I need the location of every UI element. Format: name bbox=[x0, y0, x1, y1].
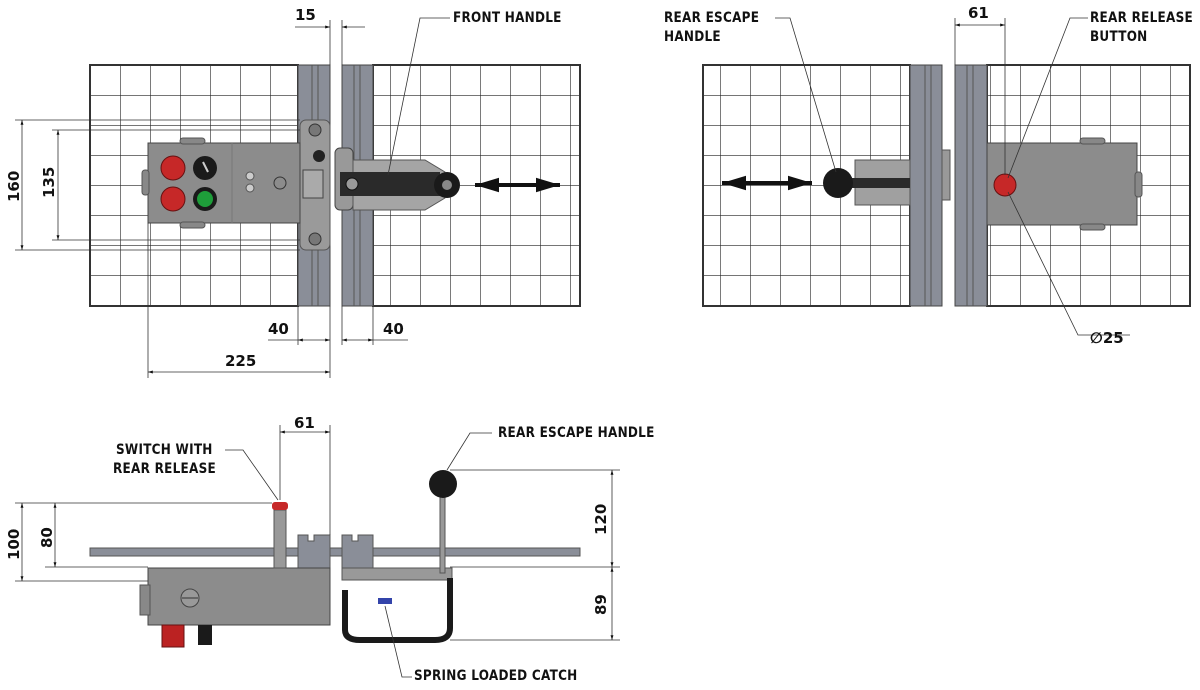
spring-loaded-catch bbox=[378, 598, 392, 604]
dim-height-outer: 160 bbox=[5, 170, 23, 202]
label-switch-with-rear-release-line1: SWITCH WITH bbox=[116, 442, 213, 458]
label-spring-loaded-catch: SPRING LOADED CATCH bbox=[414, 668, 578, 684]
label-rear-escape-handle-side: REAR ESCAPE HANDLE bbox=[498, 425, 655, 441]
side-view bbox=[15, 425, 620, 678]
green-button-icon bbox=[197, 191, 213, 207]
dim-switch-length: 225 bbox=[225, 352, 257, 370]
side-post-left bbox=[297, 534, 331, 571]
label-switch-with-rear-release-line2: REAR RELEASE bbox=[113, 461, 216, 477]
lock-symbol-icon bbox=[273, 176, 287, 190]
side-escape-knob bbox=[429, 470, 457, 498]
stop-button-icon bbox=[160, 155, 186, 181]
rear-release-button-icon bbox=[993, 173, 1017, 197]
dim-side-height-inner: 80 bbox=[38, 527, 56, 548]
dim-side-height-outer: 100 bbox=[5, 528, 23, 560]
dim-handle-height: 120 bbox=[592, 503, 610, 535]
side-front-handle-loop bbox=[342, 578, 453, 643]
dim-button-diameter: ∅25 bbox=[1090, 329, 1124, 347]
dim-post-right: 40 bbox=[383, 320, 404, 338]
label-front-handle: FRONT HANDLE bbox=[453, 10, 562, 26]
side-post-right bbox=[341, 534, 374, 571]
dim-handle-depth: 89 bbox=[592, 594, 610, 615]
label-rear-escape-handle-line1: REAR ESCAPE bbox=[664, 10, 760, 26]
rear-view bbox=[702, 17, 1191, 336]
side-red-connector bbox=[161, 624, 185, 648]
rear-post-left bbox=[909, 64, 943, 307]
side-rear-release-button bbox=[272, 502, 288, 510]
front-view bbox=[15, 17, 581, 378]
dim-height-inner: 135 bbox=[40, 166, 58, 198]
label-rear-release-button-line1: REAR RELEASE bbox=[1090, 10, 1193, 26]
dim-side-offset: 61 bbox=[294, 414, 315, 432]
escape-handle-knob bbox=[823, 168, 853, 198]
rear-view-dimensions bbox=[775, 17, 1130, 336]
side-switch-body bbox=[147, 567, 331, 626]
side-view-dimensions bbox=[15, 425, 620, 678]
side-mesh-bar bbox=[89, 547, 581, 557]
red-button-icon bbox=[160, 186, 186, 212]
dim-gap-front: 15 bbox=[295, 6, 316, 24]
label-rear-release-button-line2: BUTTON bbox=[1090, 29, 1148, 45]
dim-post-left: 40 bbox=[268, 320, 289, 338]
label-rear-escape-handle-line2: HANDLE bbox=[664, 29, 721, 45]
front-view-dimensions bbox=[15, 17, 450, 378]
escape-handle-rod bbox=[439, 494, 446, 574]
dim-rear-offset: 61 bbox=[968, 4, 989, 22]
rear-post-right bbox=[954, 64, 988, 307]
